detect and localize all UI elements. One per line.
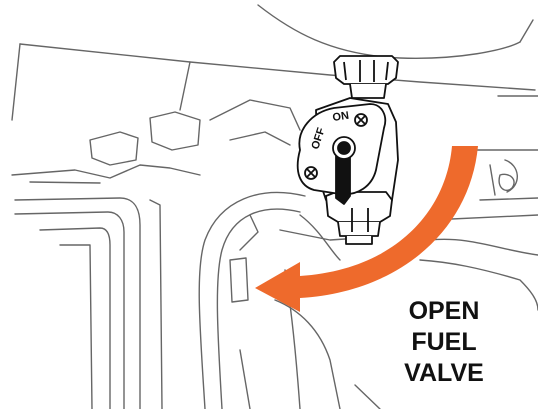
instruction-line-fuel: FUEL <box>388 327 500 358</box>
fuel-valve <box>298 56 398 244</box>
valve-on-label: ON <box>332 110 350 124</box>
valve-top-nut <box>334 56 398 84</box>
instruction-text: OPEN FUEL VALVE <box>388 296 500 389</box>
instruction-line-open: OPEN <box>388 296 500 327</box>
instruction-line-valve: VALVE <box>388 358 500 389</box>
